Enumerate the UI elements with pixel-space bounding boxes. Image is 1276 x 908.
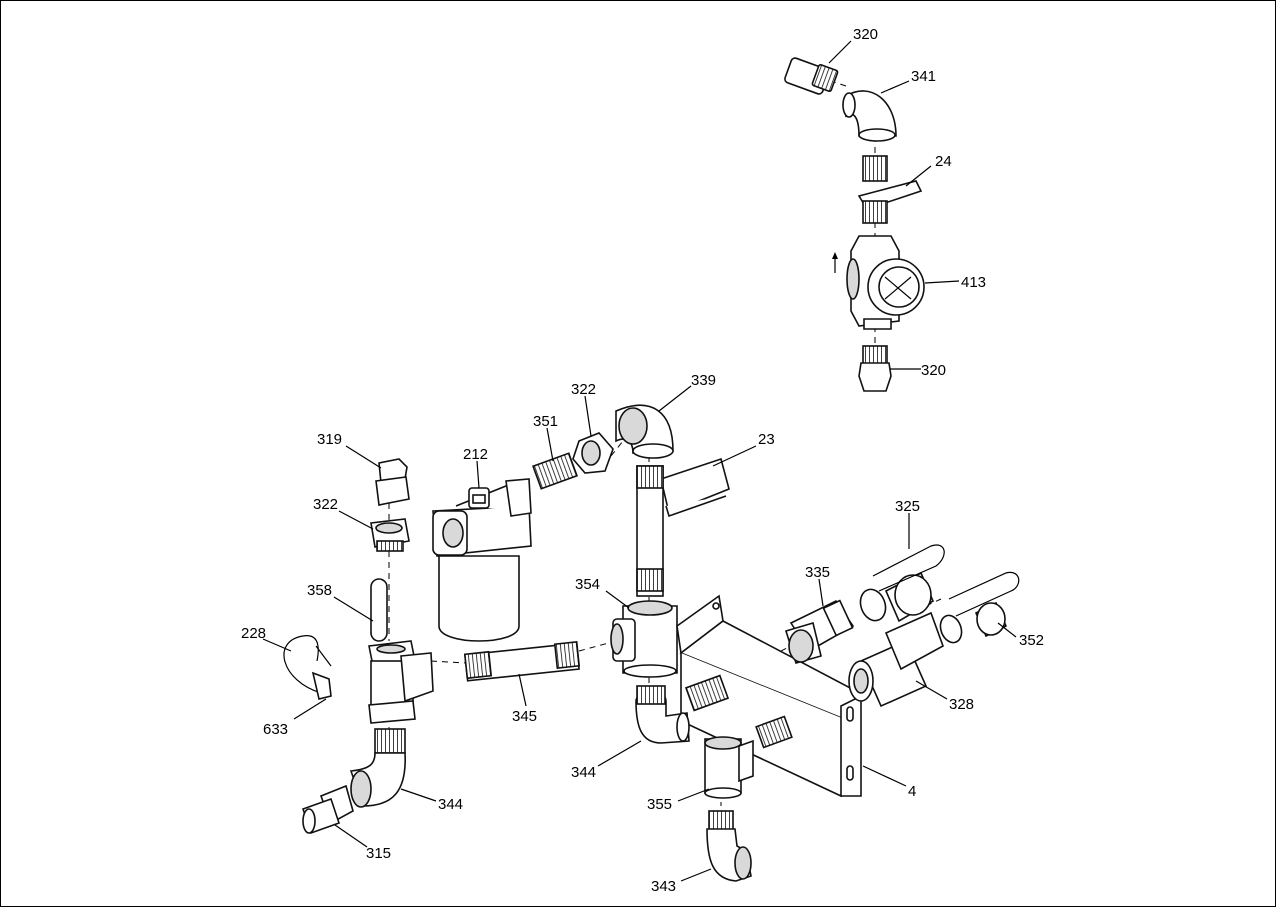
part-344-elbow-middle xyxy=(635,685,690,744)
callout-24: 24 xyxy=(935,153,952,170)
callout-328: 328 xyxy=(949,696,974,713)
callout-335: 335 xyxy=(805,564,830,581)
callout-343: 343 xyxy=(651,878,676,895)
callout-351: 351 xyxy=(533,413,558,430)
callout-325: 325 xyxy=(895,498,920,515)
callout-633: 633 xyxy=(263,721,288,738)
part-4-bracket xyxy=(676,594,862,798)
part-325-cap xyxy=(859,544,945,623)
callout-315: 315 xyxy=(366,845,391,862)
part-319-fitting xyxy=(375,458,410,506)
part-328-coupling xyxy=(848,611,944,708)
callout-212: 212 xyxy=(463,446,488,463)
part-228-clip xyxy=(283,635,332,700)
callout-322-a: 322 xyxy=(571,381,596,398)
callout-344-a: 344 xyxy=(438,796,463,813)
part-413-flow-indicator xyxy=(832,235,925,330)
part-354-tee xyxy=(610,600,678,678)
callout-320-bottom: 320 xyxy=(921,362,946,379)
part-345-nipple xyxy=(463,641,581,682)
part-322-bushing-top xyxy=(572,432,614,474)
callout-344-b: 344 xyxy=(571,764,596,781)
part-320-bottom-fitting xyxy=(858,345,892,392)
callout-355: 355 xyxy=(647,796,672,813)
part-23-bracket xyxy=(636,457,730,597)
part-339-elbow xyxy=(615,404,674,459)
part-24-bracket xyxy=(857,155,923,224)
callout-320-top: 320 xyxy=(853,26,878,43)
leader-lines xyxy=(262,40,1017,882)
part-343-elbow xyxy=(706,810,752,882)
callout-4: 4 xyxy=(908,783,916,800)
part-335-coupling xyxy=(784,599,855,664)
callout-319: 319 xyxy=(317,431,342,448)
part-212-filter xyxy=(432,478,532,642)
callout-339: 339 xyxy=(691,372,716,389)
callout-354: 354 xyxy=(575,576,600,593)
part-355-tee xyxy=(704,736,754,799)
callout-413: 413 xyxy=(961,274,986,291)
callout-228: 228 xyxy=(241,625,266,642)
callout-23: 23 xyxy=(758,431,775,448)
part-322-bushing-left xyxy=(370,518,410,552)
callout-labels: 320 341 24 413 320 339 322 351 23 212 31… xyxy=(241,26,1044,895)
part-351-nipple xyxy=(532,452,578,490)
part-352-plug xyxy=(939,571,1020,644)
part-358-valve xyxy=(368,578,434,724)
part-320-top-fitting xyxy=(784,57,839,95)
callout-341: 341 xyxy=(911,68,936,85)
callout-345: 345 xyxy=(512,708,537,725)
part-341-elbow xyxy=(842,90,897,142)
callout-322-b: 322 xyxy=(313,496,338,513)
part-344-elbow-left xyxy=(349,728,406,808)
callout-352: 352 xyxy=(1019,632,1044,649)
part-315-fitting xyxy=(301,784,354,835)
callout-358: 358 xyxy=(307,582,332,599)
